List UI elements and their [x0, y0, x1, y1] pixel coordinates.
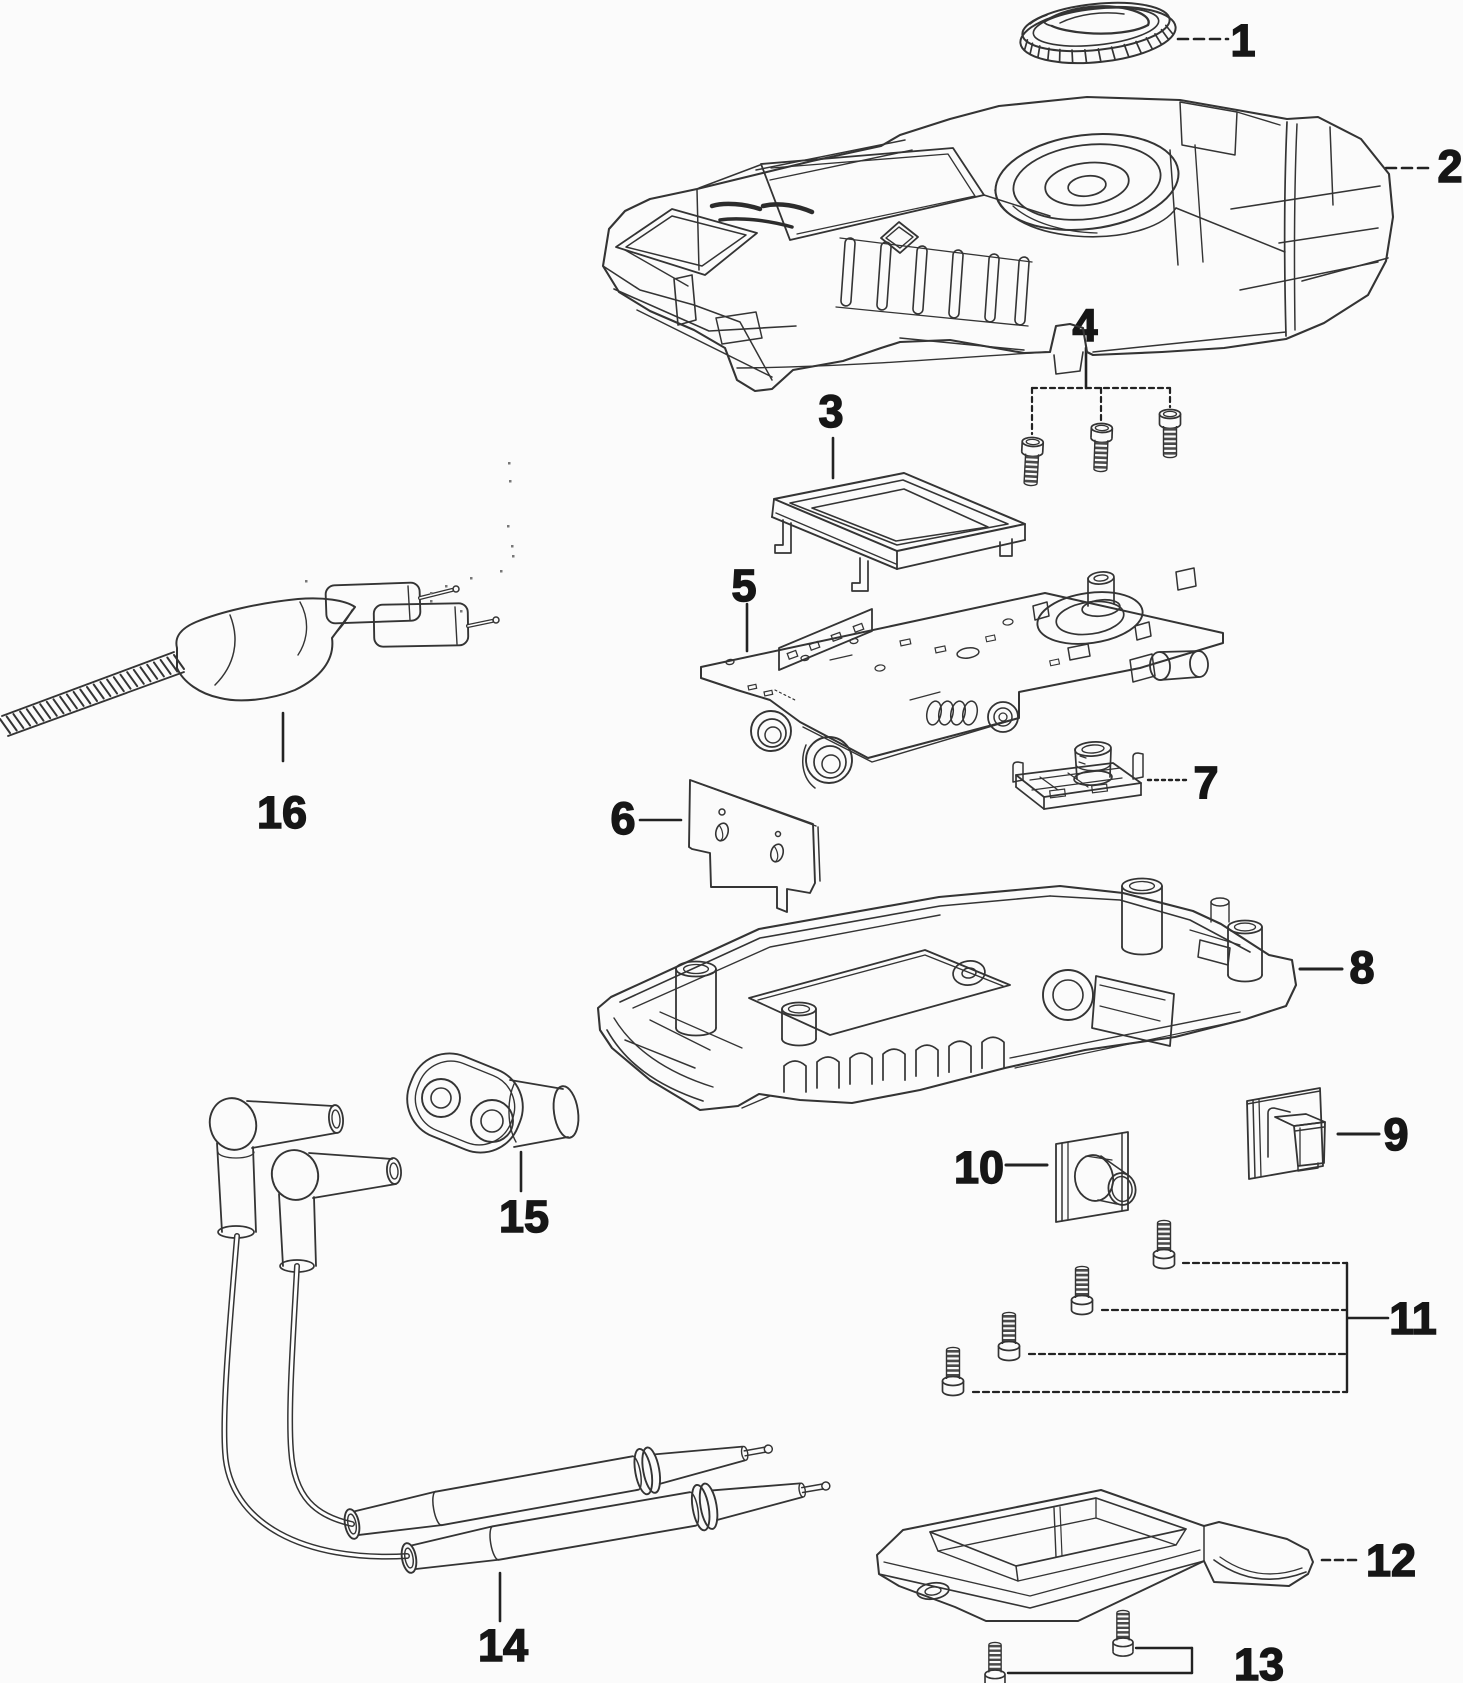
- svg-text:2: 2: [1437, 141, 1462, 192]
- svg-text:7: 7: [1193, 757, 1218, 808]
- svg-text:12: 12: [1366, 1535, 1416, 1586]
- svg-text:16: 16: [257, 787, 307, 838]
- svg-text:13: 13: [1234, 1639, 1284, 1683]
- svg-text:6: 6: [610, 793, 635, 844]
- svg-text:8: 8: [1349, 942, 1374, 993]
- svg-text:5: 5: [731, 560, 756, 611]
- svg-text:14: 14: [478, 1620, 528, 1671]
- svg-text:3: 3: [818, 386, 843, 437]
- svg-text:10: 10: [954, 1142, 1004, 1193]
- svg-text:11: 11: [1389, 1293, 1437, 1344]
- svg-text:1: 1: [1230, 15, 1255, 66]
- svg-text:15: 15: [499, 1191, 549, 1242]
- svg-text:9: 9: [1383, 1109, 1408, 1160]
